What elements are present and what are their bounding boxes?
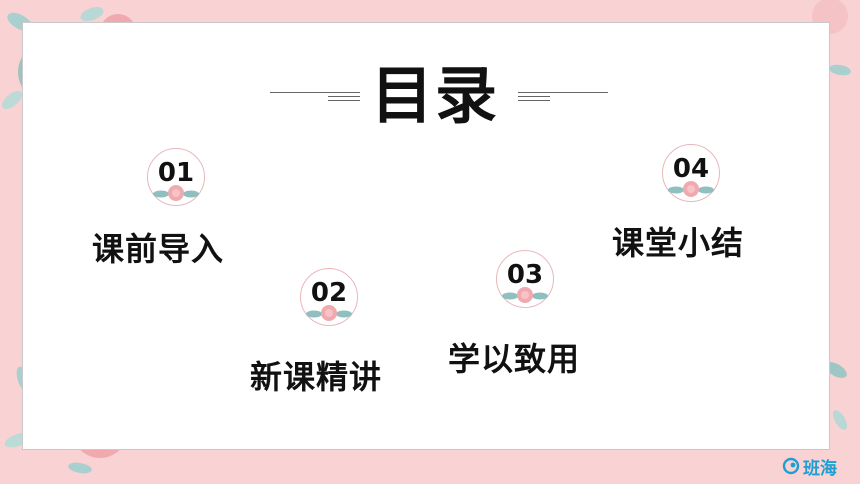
- item-02-badge: 02: [300, 268, 362, 330]
- brand-logo: 班海: [782, 454, 837, 479]
- item-number: 01: [157, 158, 195, 188]
- item-number: 03: [506, 260, 544, 290]
- rose-icon: [153, 185, 199, 201]
- item-number: 04: [672, 154, 710, 184]
- title-rule-left: [270, 92, 360, 104]
- rose-icon: [502, 287, 548, 303]
- logo-swirl-icon: [782, 457, 800, 475]
- content-panel: [22, 22, 830, 450]
- item-03-badge: 03: [496, 250, 558, 312]
- item-04-badge: 04: [662, 144, 724, 206]
- item-label-01: 课前导入: [92, 230, 225, 268]
- rose-icon: [668, 181, 714, 197]
- logo-text: 班海: [803, 458, 837, 479]
- item-01-badge: 01: [147, 148, 209, 210]
- item-label-02: 新课精讲: [250, 358, 383, 396]
- item-number: 02: [310, 278, 348, 308]
- page-title: 目录: [370, 59, 499, 132]
- rose-icon: [306, 305, 352, 321]
- title-rule-right: [518, 92, 608, 104]
- item-label-03: 学以致用: [448, 340, 581, 378]
- item-label-04: 课堂小结: [612, 224, 745, 262]
